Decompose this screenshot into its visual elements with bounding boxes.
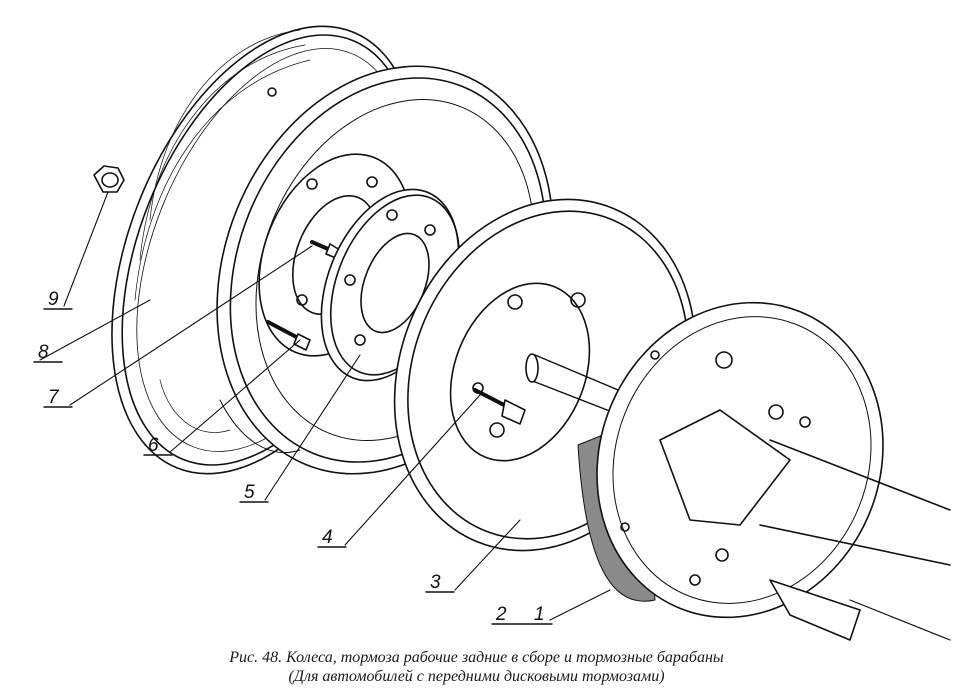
figure-caption-subtitle: (Для автомобилей с передними дисковыми т… (288, 668, 665, 685)
callout-4: 4 (322, 527, 333, 548)
hub-stud (473, 388, 526, 425)
leader-line-6 (169, 339, 301, 453)
leader-line-1 (549, 589, 611, 621)
leader-line-9 (63, 191, 109, 307)
callout-9: 9 (48, 289, 59, 310)
leader-line-8 (39, 299, 151, 361)
leader-line-5 (264, 354, 361, 501)
axle-shaft (525, 353, 631, 416)
leader-line-3 (454, 519, 521, 591)
callout-1: 1 (534, 604, 545, 625)
callout-2: 2 (495, 604, 507, 625)
callout-5: 5 (244, 482, 255, 503)
leader-line-7 (69, 245, 313, 406)
callout-8: 8 (38, 342, 49, 363)
callout-7: 7 (48, 387, 60, 408)
hub-bolt (266, 320, 311, 351)
callout-6: 6 (148, 435, 159, 456)
leader-line-4 (344, 394, 481, 546)
axle-housing (759, 439, 951, 641)
callout-3: 3 (430, 572, 441, 593)
wheel-nut (93, 165, 125, 193)
figure-caption-title: Рис. 48. Колеса, тормоза рабочие задние … (229, 649, 724, 666)
brake-backing-plate (577, 301, 884, 619)
